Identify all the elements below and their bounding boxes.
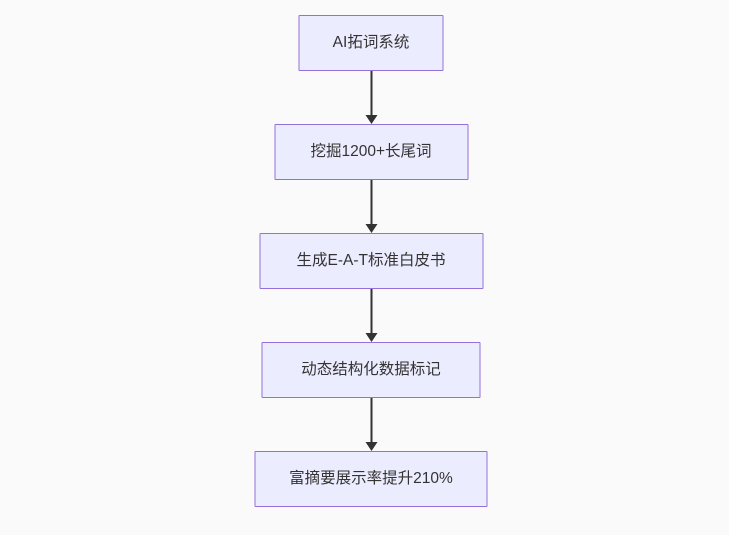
flow-arrow-2 bbox=[365, 180, 377, 233]
flow-node-rich-snippet-rate: 富摘要展示率提升210% bbox=[254, 451, 488, 507]
flowchart: AI拓词系统 挖掘1200+长尾词 生成E-A-T标准白皮书 动态结构化数据标记 bbox=[254, 15, 488, 507]
flow-node-label: 富摘要展示率提升210% bbox=[289, 470, 453, 488]
arrow-line bbox=[370, 398, 372, 442]
arrow-head-icon bbox=[365, 333, 377, 342]
flow-node-longtail-keywords: 挖掘1200+长尾词 bbox=[274, 124, 468, 180]
arrow-line bbox=[370, 180, 372, 224]
flow-node-ai-word-expansion-system: AI拓词系统 bbox=[298, 15, 444, 71]
flow-arrow-1 bbox=[365, 71, 377, 124]
flow-arrow-4 bbox=[365, 398, 377, 451]
arrow-head-icon bbox=[365, 442, 377, 451]
arrow-line bbox=[370, 289, 372, 333]
flow-node-label: 动态结构化数据标记 bbox=[301, 361, 441, 379]
flow-node-label: AI拓词系统 bbox=[332, 34, 410, 52]
flow-node-eat-whitepaper: 生成E-A-T标准白皮书 bbox=[259, 233, 483, 289]
arrow-head-icon bbox=[365, 115, 377, 124]
flow-arrow-3 bbox=[365, 289, 377, 342]
flow-node-label: 挖掘1200+长尾词 bbox=[310, 143, 432, 161]
flow-node-label: 生成E-A-T标准白皮书 bbox=[296, 252, 446, 270]
arrow-line bbox=[370, 71, 372, 115]
flow-node-structured-data-markup: 动态结构化数据标记 bbox=[261, 342, 481, 398]
arrow-head-icon bbox=[365, 224, 377, 233]
